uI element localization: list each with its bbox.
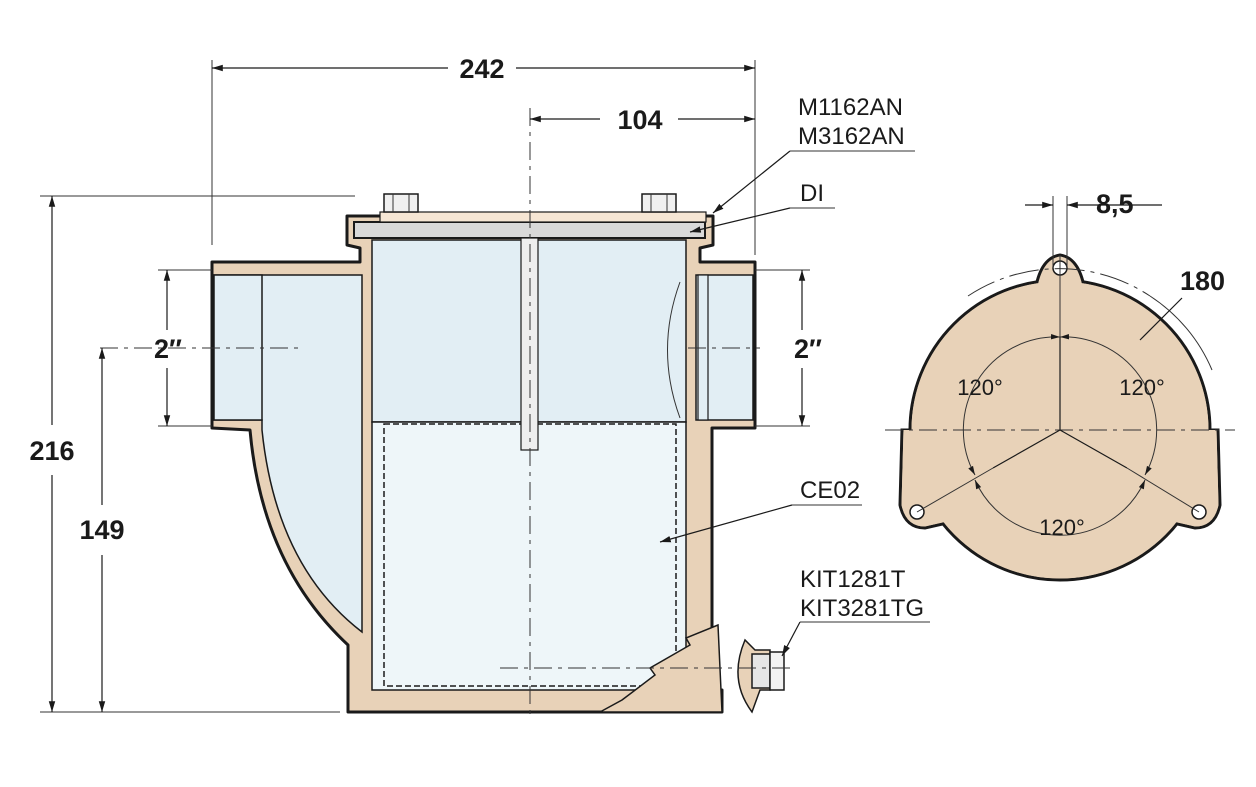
drain-plug — [751, 653, 771, 689]
angle-left: 120° — [957, 375, 1003, 400]
callout-gasket: DI — [800, 180, 824, 207]
bolt-icon — [641, 193, 677, 213]
flange-view: 120° 120° 120° 8,5 180 — [885, 189, 1235, 582]
dim-bolt-circle: 180 — [1180, 266, 1225, 296]
dimensions: 242 104 216 149 2″ 2″ — [29, 54, 822, 713]
strainer-section-view — [100, 108, 790, 720]
dim-overall-height: 216 — [29, 436, 74, 466]
callouts: M1162AN M3162AN DI CE02 KIT1281T KIT3281… — [659, 94, 930, 657]
dim-hole-diameter: 8,5 — [1096, 189, 1134, 219]
dim-port-height: 149 — [79, 515, 124, 545]
callout-basket: CE02 — [800, 477, 860, 504]
cover-top — [379, 211, 707, 223]
bolt-icon — [383, 193, 419, 213]
outlet-arc — [667, 281, 681, 419]
callout-drain-1: KIT1281T — [800, 566, 906, 593]
dim-inlet: 2″ — [154, 334, 182, 364]
dim-overall-width: 242 — [459, 54, 504, 84]
chamber-lower — [371, 421, 687, 691]
callout-cover-1: M1162AN — [798, 94, 903, 121]
dim-half-width: 104 — [617, 105, 662, 135]
callout-cover-2: M3162AN — [798, 123, 905, 150]
angle-right: 120° — [1119, 375, 1165, 400]
dim-outlet: 2″ — [794, 334, 822, 364]
angle-bottom: 120° — [1039, 515, 1085, 540]
callout-drain-2: KIT3281TG — [800, 595, 924, 622]
drain-plug-head — [769, 651, 785, 691]
